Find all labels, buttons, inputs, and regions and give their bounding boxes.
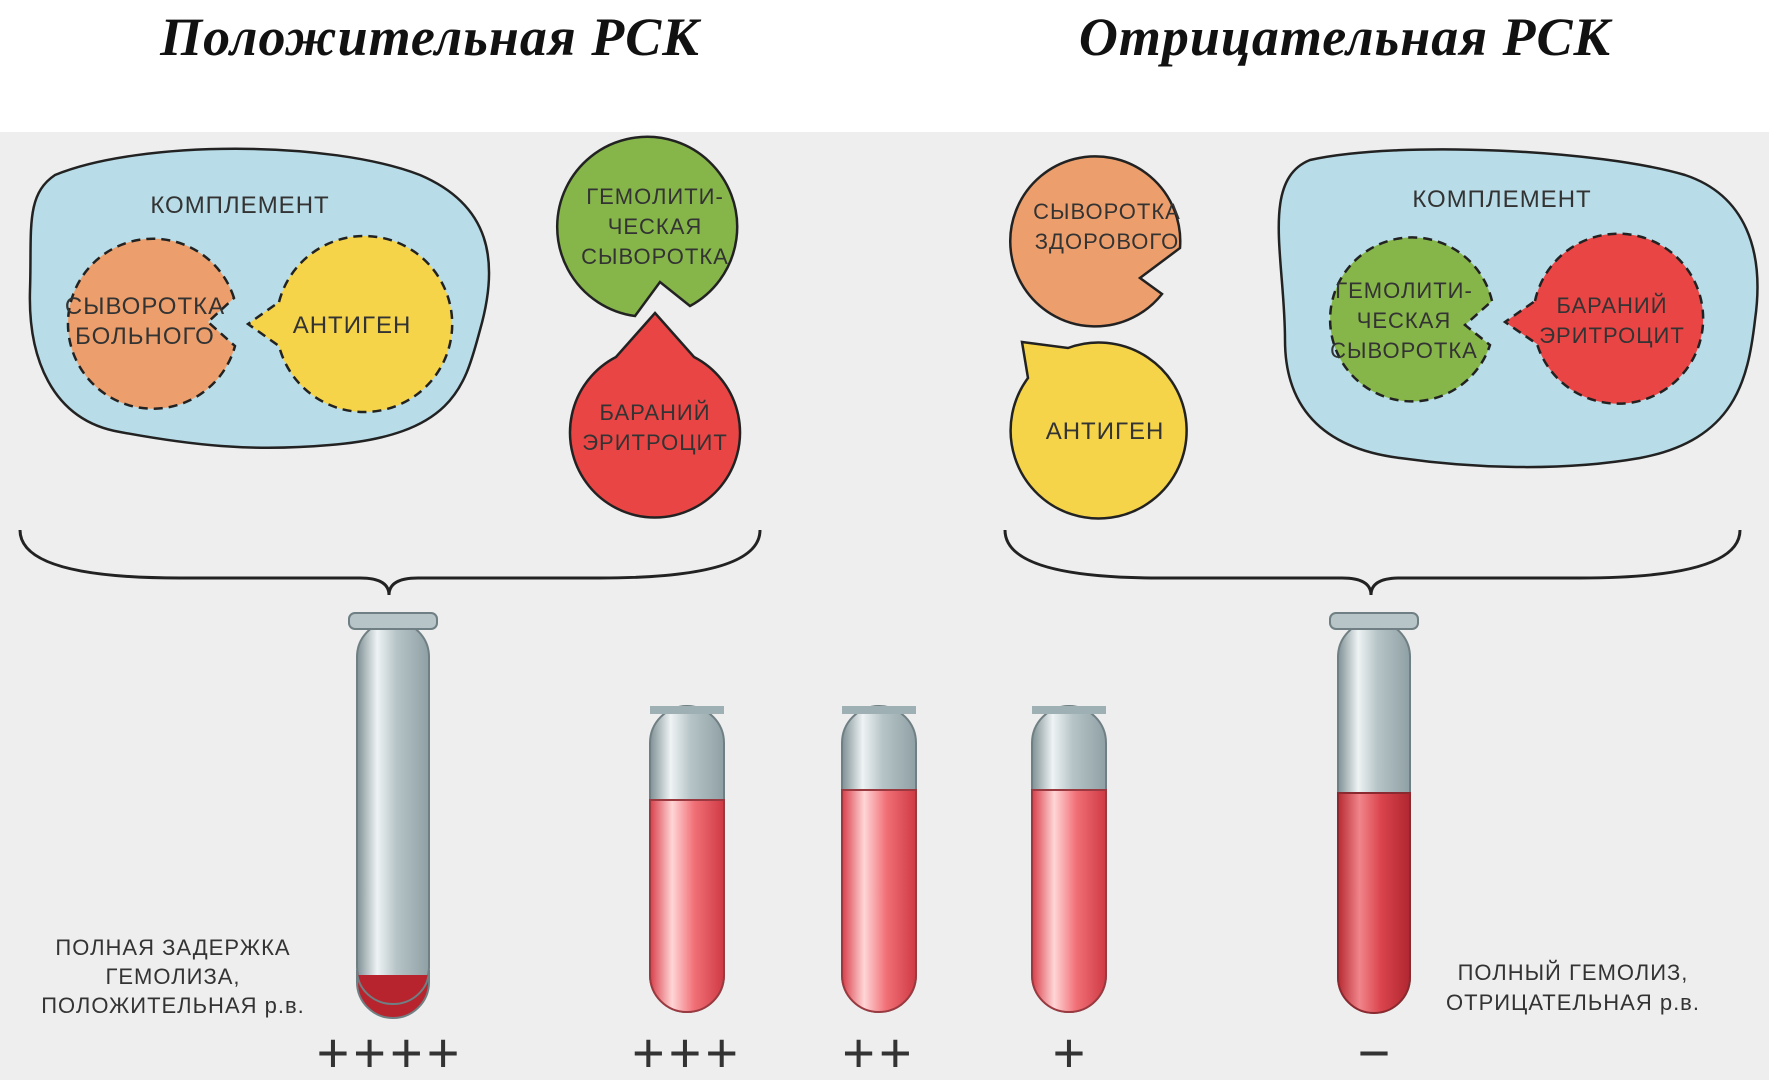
brace-negative bbox=[1003, 529, 1742, 596]
tube-grade-1 bbox=[1031, 705, 1107, 1013]
result-label-positive: ПОЛНАЯ ЗАДЕРЖКА ГЕМОЛИЗА, ПОЛОЖИТЕЛЬНАЯ … bbox=[41, 935, 305, 1018]
sheep-rbc-line-2-positive: ЭРИТРОЦИТ bbox=[582, 430, 728, 455]
antigen-circle-negative bbox=[1009, 340, 1188, 520]
sheep-rbc-line-2-negative: ЭРИТРОЦИТ bbox=[1539, 323, 1685, 348]
healthy-serum-line-1: СЫВОРОТКА bbox=[1033, 199, 1181, 224]
tube-grade-2 bbox=[841, 705, 917, 1013]
complement-label-negative: КОМПЛЕМЕНТ bbox=[1412, 186, 1591, 213]
healthy-serum-line-2: ЗДОРОВОГО bbox=[1035, 229, 1179, 254]
hemolytic-serum-line-1-positive: ГЕМОЛИТИ- bbox=[586, 184, 724, 209]
grade-1-plus: + bbox=[1053, 1021, 1086, 1080]
hemolytic-serum-line-2-negative: ЧЕСКАЯ bbox=[1357, 308, 1452, 333]
hemolytic-serum-line-3-positive: СЫВОРОТКА bbox=[581, 244, 729, 269]
title-positive: Положительная РСК bbox=[160, 7, 700, 67]
result-negative-line-2: ОТРИЦАТЕЛЬНАЯ р.в. bbox=[1446, 990, 1700, 1015]
antigen-label-positive: АНТИГЕН bbox=[293, 312, 412, 339]
grade-negative: − bbox=[1358, 1021, 1391, 1080]
result-label-negative: ПОЛНЫЙ ГЕМОЛИЗ, ОТРИЦАТЕЛЬНАЯ р.в. bbox=[1446, 960, 1700, 1015]
antigen-label-negative: АНТИГЕН bbox=[1046, 418, 1165, 445]
hemolytic-serum-circle-negative bbox=[1328, 236, 1494, 403]
patient-serum-line-1: СЫВОРОТКА bbox=[65, 293, 225, 320]
grade-3-plus: +++ bbox=[632, 1021, 742, 1080]
hemolytic-serum-circle-positive bbox=[556, 135, 739, 318]
patient-serum-line-2: БОЛЬНОГО bbox=[75, 323, 215, 350]
grade-4-plus: ++++ bbox=[317, 1021, 464, 1080]
tube-grade-3 bbox=[649, 705, 725, 1013]
antigen-circle-positive bbox=[245, 234, 454, 414]
title-negative: Отрицательная РСК bbox=[1078, 7, 1612, 67]
tube-positive-full-retention bbox=[348, 612, 438, 1019]
hemolytic-serum-line-1-negative: ГЕМОЛИТИ- bbox=[1335, 278, 1473, 303]
tube-negative-full-hemolysis bbox=[1329, 612, 1419, 1014]
result-positive-line-2: ГЕМОЛИЗА, bbox=[105, 964, 240, 989]
sheep-rbc-circle-positive bbox=[568, 311, 742, 519]
sheep-rbc-line-1-negative: БАРАНИЙ bbox=[1556, 293, 1667, 318]
patient-serum-circle bbox=[66, 237, 237, 410]
grade-2-plus: ++ bbox=[842, 1021, 915, 1080]
result-positive-line-3: ПОЛОЖИТЕЛЬНАЯ р.в. bbox=[41, 993, 305, 1018]
negative-reaction: СЫВОРОТКА ЗДОРОВОГО АНТИГЕН КОМПЛЕМЕНТ Г… bbox=[1003, 148, 1759, 596]
positive-reaction: КОМПЛЕМЕНТ СЫВОРОТКА БОЛЬНОГО АНТИГЕН ГЕ… bbox=[18, 135, 762, 596]
healthy-serum-circle bbox=[1009, 155, 1182, 328]
sheep-rbc-circle-negative bbox=[1502, 232, 1705, 405]
brace-positive bbox=[18, 529, 762, 596]
hemolytic-serum-line-2-positive: ЧЕСКАЯ bbox=[608, 214, 703, 239]
result-positive-line-1: ПОЛНАЯ ЗАДЕРЖКА bbox=[55, 935, 290, 960]
sheep-rbc-line-1-positive: БАРАНИЙ bbox=[599, 400, 710, 425]
hemolytic-serum-line-3-negative: СЫВОРОТКА bbox=[1330, 338, 1478, 363]
result-negative-line-1: ПОЛНЫЙ ГЕМОЛИЗ, bbox=[1458, 960, 1689, 985]
complement-label-positive: КОМПЛЕМЕНТ bbox=[150, 192, 329, 219]
